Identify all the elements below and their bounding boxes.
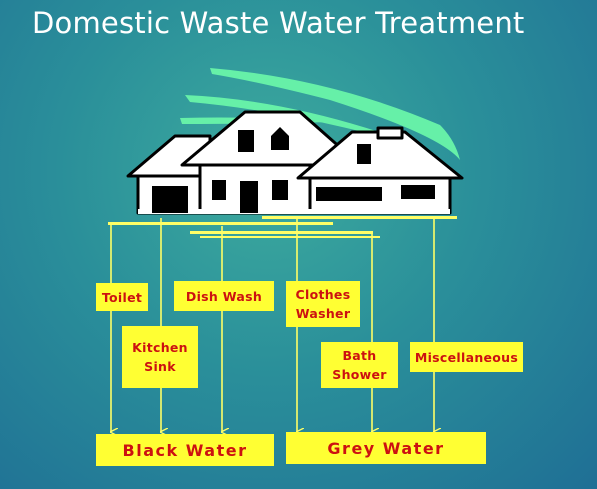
kitchen-sink-box: Kitchen Sink xyxy=(122,326,198,388)
bath-shower-box: Bath Shower xyxy=(321,342,398,388)
window-center-left xyxy=(212,180,226,200)
long-window xyxy=(316,187,382,201)
dormer-window-wing xyxy=(357,144,371,164)
window-center-right xyxy=(272,180,288,200)
garage-door xyxy=(152,186,188,213)
miscellaneous-box: Miscellaneous xyxy=(410,342,523,372)
house-icon xyxy=(126,110,464,215)
ground-lines xyxy=(108,216,457,238)
dormer-window-right xyxy=(271,127,289,150)
front-door xyxy=(240,181,258,213)
dormer-window-left xyxy=(238,130,254,152)
flow-arrows xyxy=(111,218,434,432)
small-window xyxy=(401,185,435,199)
grey-water-box: Grey Water xyxy=(286,432,486,464)
dish-wash-box: Dish Wash xyxy=(174,281,274,311)
clothes-washer-box: Clothes Washer xyxy=(286,281,360,327)
toilet-box: Toilet xyxy=(96,283,148,311)
black-water-box: Black Water xyxy=(96,434,274,466)
page-title: Domestic Waste Water Treatment xyxy=(32,6,525,40)
